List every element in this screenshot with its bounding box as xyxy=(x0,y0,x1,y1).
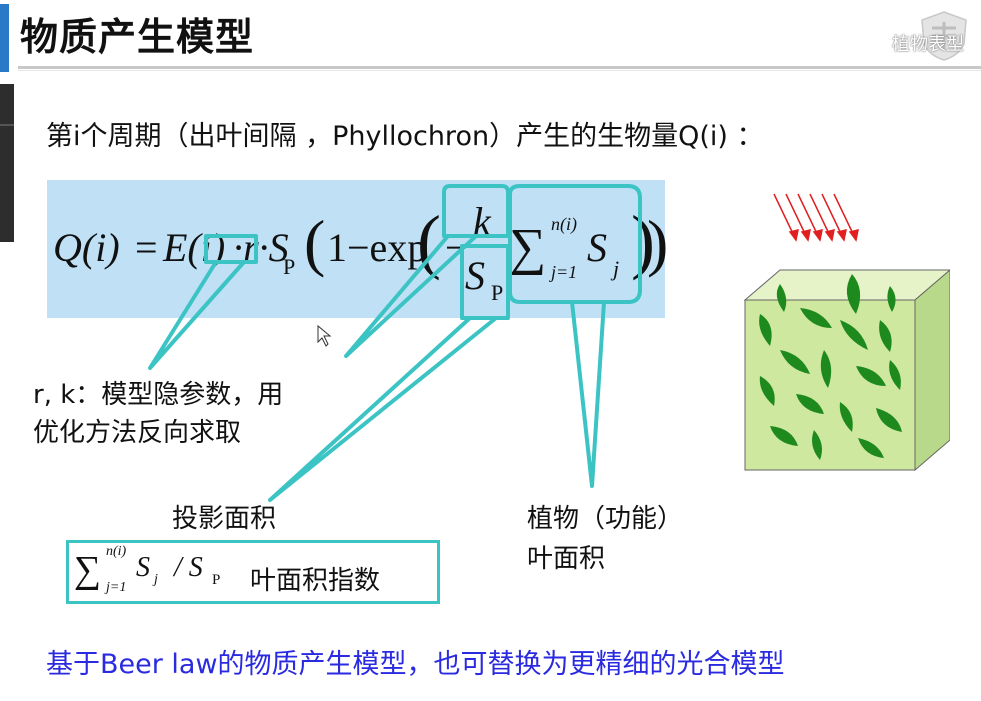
formula-paren-close: ) xyxy=(647,207,669,278)
lai-div-s: / S xyxy=(174,552,203,583)
lai-sub-j: j xyxy=(154,572,158,587)
formula-sum-sup: n(i) xyxy=(551,214,577,234)
biomass-formula: Q(i) = E(i) ·r·S P ( 1−exp ( − k S P ∑ n… xyxy=(47,180,669,318)
formula-sum: ∑ xyxy=(509,219,547,276)
mouse-cursor-icon xyxy=(317,324,332,347)
title-rule xyxy=(18,66,981,69)
formula-sub-p2: P xyxy=(491,280,504,305)
label-rk-line1: r, k：模型隐参数，用 xyxy=(33,380,284,410)
lai-sum-sup: n(i) xyxy=(106,544,127,559)
formula-one-minus-exp: 1−exp xyxy=(327,225,428,270)
watermark-text: 植物表型 xyxy=(892,34,964,55)
formula-sub-j: j xyxy=(613,256,620,281)
lai-label: 叶面积指数 xyxy=(250,566,381,596)
formula-s: S xyxy=(465,253,485,298)
lai-sum: ∑ xyxy=(74,549,102,591)
left-edge-divider xyxy=(0,124,14,126)
lai-sum-sub: j=1 xyxy=(106,580,127,595)
lai-sub-p: P xyxy=(212,572,221,588)
formula-k: k xyxy=(473,199,491,244)
title-rule-light xyxy=(18,70,981,71)
formula-sum-sub: j=1 xyxy=(551,262,578,282)
leaf-canopy-cube-icon xyxy=(743,269,950,472)
slide-title: 物质产生模型 xyxy=(20,15,255,59)
lai-sj: S xyxy=(136,552,150,583)
bottom-note: 基于Beer law的物质产生模型，也可替换为更精细的光合模型 xyxy=(46,649,785,680)
formula-sj: S xyxy=(587,225,607,270)
formula-paren-open: ( xyxy=(304,207,326,278)
left-edge-panel xyxy=(0,84,14,242)
intro-text: 第i个周期（出叶间隔 ，Phyllochron）产生的生物量Q(i) ： xyxy=(46,121,764,152)
formula-sub-p: P xyxy=(283,254,296,279)
formula-lhs: Q(i) xyxy=(53,225,120,270)
formula-inner-paren-open: ( xyxy=(417,201,441,281)
label-rk-line2: 优化方法反向求取 xyxy=(33,418,242,448)
formula-fraction-bar xyxy=(465,246,505,248)
lai-box xyxy=(66,540,440,604)
shield-logo-icon xyxy=(921,11,967,61)
formula-r-term: ·r·S xyxy=(233,225,289,270)
formula-efficiency: E(i) xyxy=(163,225,226,270)
label-plant-line1: 植物（功能） xyxy=(527,504,684,534)
callout-sum-pointer xyxy=(570,301,606,488)
label-plant-line2: 叶面积 xyxy=(527,544,606,574)
callout-sp-pointer xyxy=(268,316,498,502)
title-accent-bar xyxy=(0,4,9,72)
formula-equals: = xyxy=(135,225,158,270)
label-projection-area: 投影面积 xyxy=(172,504,277,534)
